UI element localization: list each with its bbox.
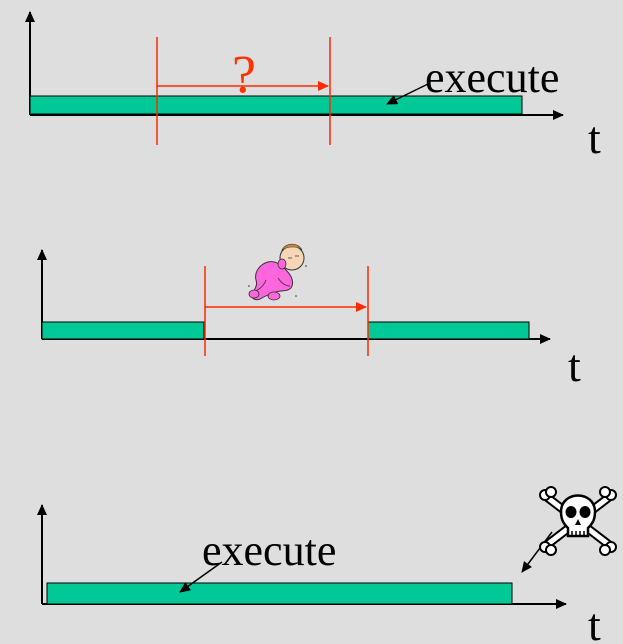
execute-pointer [179,561,223,593]
panel-bottom: execute t [37,486,617,644]
sleeping-baby-icon [248,243,307,301]
execute-bar [29,95,523,115]
panel-middle: t [37,243,581,391]
execute-label: execute [425,53,559,102]
termination-pointer [521,531,553,573]
time-axis-label: t [588,112,601,163]
execute-bar-before [41,321,205,340]
execute-pointer [386,83,429,105]
time-axis-label: t [588,599,601,644]
execute-label: execute [202,526,336,575]
execute-bar-after [367,321,530,340]
question-mark: ? [232,44,256,104]
panel-top: ? execute t [25,11,601,163]
skull-crossbones-icon [539,486,617,556]
time-axis-label: t [568,340,581,391]
execute-bar [46,582,513,605]
